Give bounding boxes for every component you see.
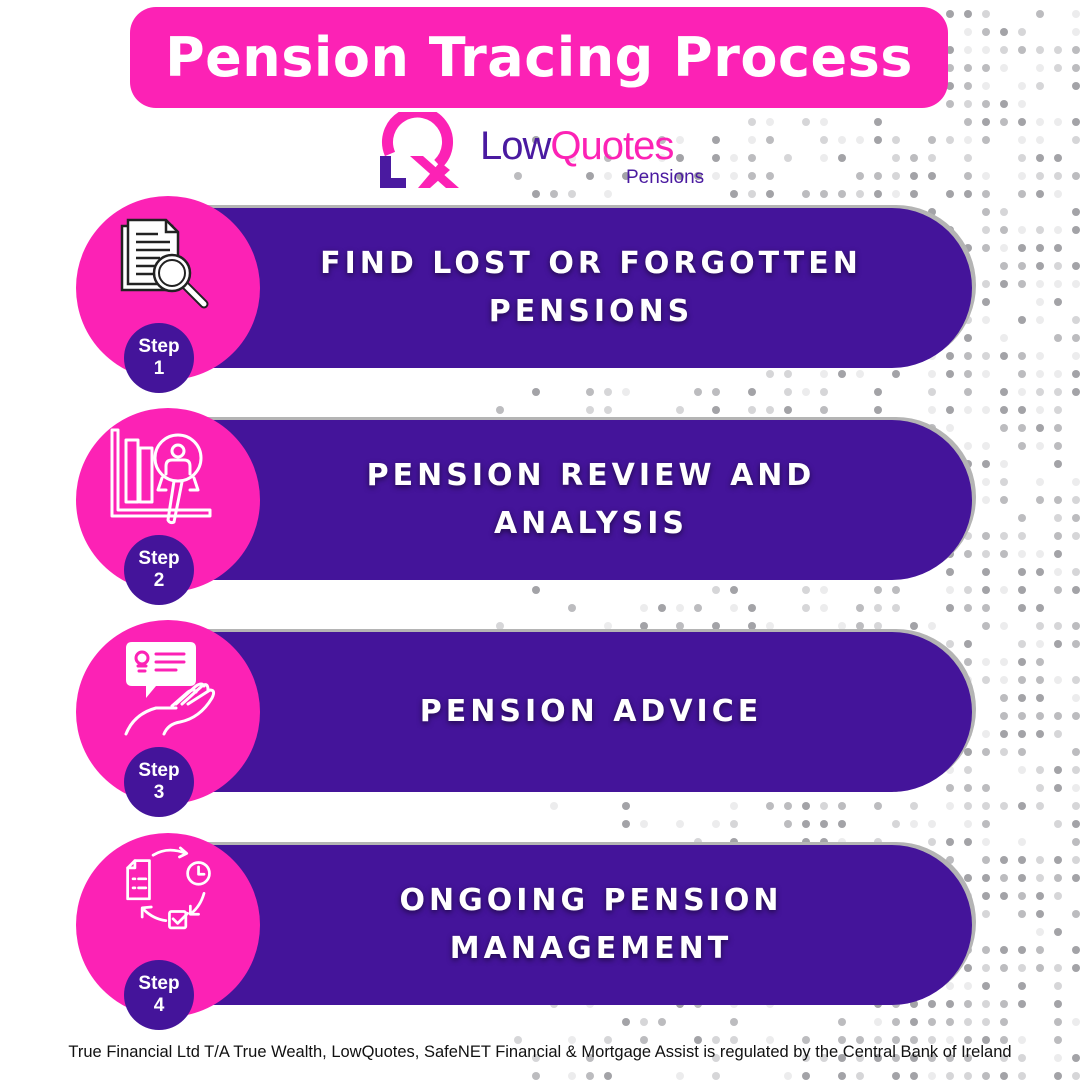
step-label: Step [138, 973, 180, 994]
step-2-title: PENSION REVIEW AND ANALYSIS [366, 458, 816, 541]
step-2: PENSION REVIEW AND ANALYSIS Step 2 [0, 408, 1080, 620]
step-4: ONGOING PENSION MANAGEMENT Step 4 [0, 833, 1080, 1045]
regulatory-disclaimer: True Financial Ltd T/A True Wealth, LowQ… [68, 1043, 1012, 1061]
title-banner: Pension Tracing Process [130, 7, 948, 108]
logo-subtitle: Pensions [626, 167, 705, 188]
step-3-badge: Step 3 [124, 747, 194, 817]
step-1-badge: Step 1 [124, 323, 194, 393]
step-number: 2 [153, 570, 165, 591]
step-1: FIND LOST OR FORGOTTEN PENSIONS Step 1 [0, 196, 1080, 408]
step-label: Step [138, 336, 180, 357]
step-2-badge: Step 2 [124, 535, 194, 605]
step-3-title: PENSION ADVICE [419, 694, 763, 729]
step-1-banner: FIND LOST OR FORGOTTEN PENSIONS [190, 208, 972, 368]
hand-advice-bubble-icon [124, 642, 216, 736]
step-3-banner: PENSION ADVICE [190, 632, 972, 792]
step-3: PENSION ADVICE Step 3 [0, 620, 1080, 832]
step-number: 4 [153, 995, 165, 1016]
step-4-title: ONGOING PENSION MANAGEMENT [399, 883, 783, 966]
lq-logo-icon [380, 112, 459, 188]
page-title: Pension Tracing Process [165, 25, 913, 89]
document-search-icon [120, 218, 209, 309]
lowquotes-pensions-logo: LowQuotes Pensions [372, 112, 712, 194]
step-2-banner: PENSION REVIEW AND ANALYSIS [190, 420, 972, 580]
logo-wordmark: LowQuotes [480, 124, 674, 168]
step-label: Step [138, 760, 180, 781]
cycle-document-clock-check-icon [126, 846, 211, 930]
step-4-badge: Step 4 [124, 960, 194, 1030]
chart-person-search-icon [110, 428, 212, 525]
step-number: 3 [153, 782, 165, 803]
step-label: Step [138, 548, 180, 569]
step-number: 1 [153, 358, 165, 379]
logo-word-low: Low [480, 124, 551, 168]
logo-word-quotes: Quotes [550, 124, 674, 168]
step-1-title: FIND LOST OR FORGOTTEN PENSIONS [320, 246, 862, 329]
step-4-banner: ONGOING PENSION MANAGEMENT [190, 845, 972, 1005]
